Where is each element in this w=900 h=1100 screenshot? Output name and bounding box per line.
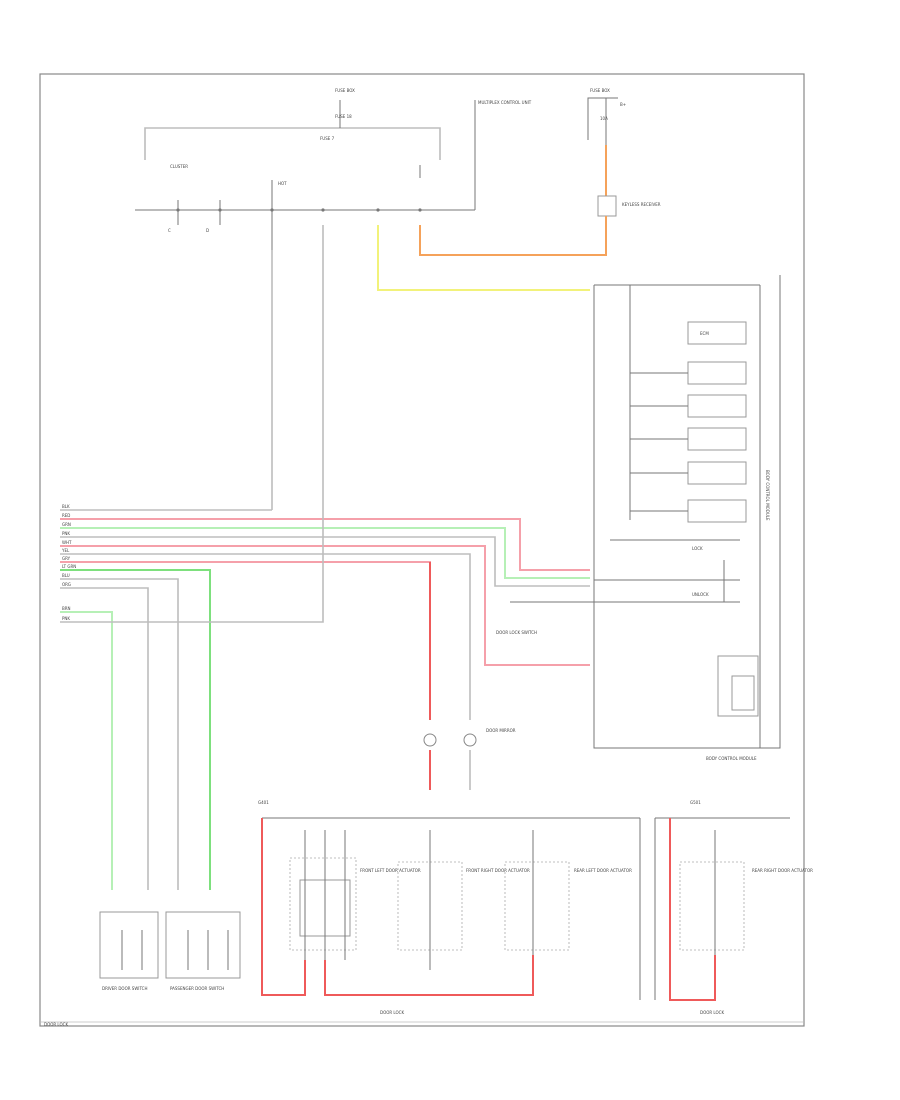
bcm-block-4 (687, 461, 747, 485)
conn-label-6: YEL (61, 548, 70, 553)
bcm-block-3 (687, 427, 747, 451)
left-harness: BLK RED GRN PNK WHT YEL GRY LT GRN BLU O… (60, 225, 590, 890)
right-top-fuse-sub: 10A (600, 116, 608, 121)
conn-label-9: BLU (62, 573, 70, 578)
conn-label-1: BLK (62, 504, 70, 509)
right-top-fuse-label: FUSE BOX (590, 88, 610, 93)
fuse-link-bracket (144, 127, 441, 160)
wire-gray-6 (60, 225, 324, 623)
door-lock-sw-label: DOOR LOCK SWITCH (496, 630, 537, 635)
multiplex-note-label: MULTIPLEX CONTROL UNIT (478, 100, 532, 105)
actuator-rl-label: REAR LEFT DOOR ACTUATOR (574, 868, 632, 873)
battery-note-label: B+ (620, 102, 626, 107)
top-right-section: FUSE BOX 10A B+ KEYLESS RECEIVER (377, 88, 661, 291)
diagram-frame (39, 73, 805, 1027)
conn-label-11: BRN (62, 606, 71, 611)
body-control-module: ECM LOCK UNLOCK BODY CONTROL MODULE BODY… (510, 275, 781, 761)
wire-gray-4 (60, 578, 179, 890)
unlock-label: UNLOCK (692, 592, 709, 597)
top-fuse-no-label: FUSE 18 (335, 114, 352, 119)
actuator-red-loop-2 (324, 955, 534, 996)
bcm-lower-inner (731, 675, 755, 711)
bcm-outline (593, 275, 781, 749)
wire-pink-3 (60, 561, 431, 720)
conn-label-8: LT GRN (62, 564, 76, 569)
wire-pink-1 (60, 518, 590, 571)
center-switch: DOOR MIRROR (423, 728, 516, 790)
wire-gray-2 (60, 536, 590, 587)
door-mirror-label: DOOR MIRROR (486, 728, 516, 733)
bcm-block-5 (687, 499, 747, 523)
keyless-receiver-box (597, 195, 617, 217)
splice-6 (418, 208, 422, 212)
ground-1-label: G401 (258, 800, 269, 805)
actuator-rr-box (679, 861, 745, 951)
line-d-label: D (206, 228, 209, 233)
conn-label-4: PNK (62, 531, 70, 536)
keyless-label: KEYLESS RECEIVER (622, 202, 661, 207)
splice-5 (376, 208, 380, 212)
splice-4 (321, 208, 325, 212)
top-fuse-box-label: FUSE BOX (335, 88, 355, 93)
driver-door-sw-label: DRIVER DOOR SWITCH (102, 986, 147, 991)
bcm-ecm-block (687, 321, 747, 345)
line-c-label: C (168, 228, 171, 233)
lock-label: LOCK (692, 546, 703, 551)
actuator-rl-box (504, 861, 570, 951)
conn-label-12: PNK (62, 616, 70, 621)
bcm-lower-block (717, 655, 759, 717)
conn-label-5: WHT (62, 540, 72, 545)
yellow-wire (377, 225, 590, 291)
switch-lamp-1 (423, 733, 437, 747)
bcm-block-1 (687, 361, 747, 385)
sheet-bottom-2: DOOR LOCK (700, 1010, 724, 1015)
driver-door-switch-box (99, 911, 159, 979)
wire-green-2 (60, 569, 211, 890)
body-control-vertical-label: BODY CONTROL MODULE (765, 470, 770, 521)
orange-loop (419, 216, 607, 256)
passenger-door-switch-box (165, 911, 241, 979)
actuator-fr-label: FRONT RIGHT DOOR ACTUATOR (466, 868, 530, 873)
actuator-rr-label: REAR RIGHT DOOR ACTUATOR (752, 868, 813, 873)
wire-gray-3 (60, 553, 471, 720)
conn-label-2: RED (62, 513, 70, 518)
footer-left-label: DOOR LOCK (44, 1022, 68, 1027)
cluster-label: CLUSTER (170, 164, 188, 169)
actuator-red-loop-3 (669, 818, 716, 1001)
conn-label-10: ORG (62, 582, 71, 587)
ecm-label: ECM (700, 331, 709, 336)
bcm-block-2 (687, 394, 747, 418)
wire-green-3 (60, 611, 113, 890)
bcm-caption: BODY CONTROL MODULE (706, 756, 757, 761)
actuator-fl-box (289, 857, 357, 951)
actuator-red-loop-1 (261, 818, 306, 996)
hot-label: HOT (278, 181, 287, 186)
wire-gray-5 (60, 587, 149, 890)
ground-2-label: G501 (690, 800, 701, 805)
conn-label-3: GRN (62, 522, 71, 527)
door-switch-section: DRIVER DOOR SWITCH PASSENGER DOOR SWITCH… (44, 911, 241, 1027)
actuator-section: G401 G501 FRONT LEFT DOOR ACTUATOR FRONT… (258, 800, 813, 1015)
actuator-fl-label: FRONT LEFT DOOR ACTUATOR (360, 868, 421, 873)
sheet-bottom-1: DOOR LOCK (380, 1010, 404, 1015)
fuse-box-2-label: FUSE 7 (320, 136, 335, 141)
right-fuse-feed (587, 97, 618, 140)
pass-door-sw-label: PASSENGER DOOR SWITCH (170, 986, 224, 991)
wire-green-1 (60, 527, 590, 579)
wire-pink-2 (60, 545, 590, 666)
top-bus-section: FUSE BOX FUSE 18 FUSE 7 CLUSTER C D HOT … (135, 88, 532, 250)
conn-label-7: GRY (62, 556, 71, 561)
switch-lamp-2 (463, 733, 477, 747)
